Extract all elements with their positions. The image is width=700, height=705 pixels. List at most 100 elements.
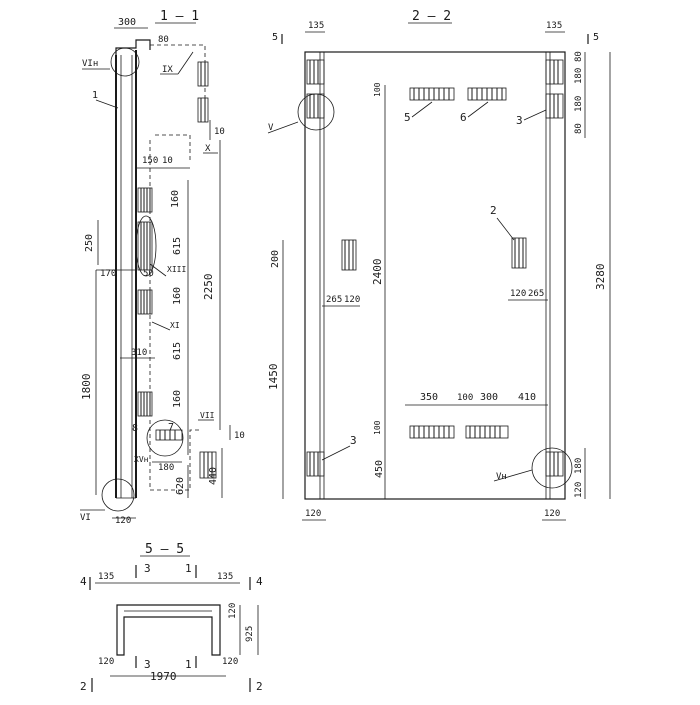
- hatch-block: [341, 239, 357, 271]
- panel-outline: [304, 51, 566, 500]
- detail-circle-7: [146, 419, 184, 457]
- dim-80-a: 80: [574, 51, 584, 62]
- leader: [321, 445, 351, 461]
- cut-mark-5-left: 5: [272, 32, 278, 43]
- dim-160-b: 160: [172, 287, 183, 305]
- hatch-block: [155, 429, 183, 441]
- leader: [177, 51, 194, 75]
- dim-120-bottom-left: 120: [98, 657, 114, 667]
- dim-120-c: 120: [574, 482, 584, 498]
- hatch-block: [306, 93, 325, 119]
- position-5: 5: [404, 111, 411, 124]
- cut-2-right: 2: [256, 680, 263, 693]
- leader: [151, 321, 171, 331]
- dim-250: 250: [84, 234, 95, 252]
- dim-120-bottom-right: 120: [222, 657, 238, 667]
- hatch-block: [197, 97, 209, 123]
- hatch-block: [137, 221, 153, 271]
- leader: [493, 469, 533, 482]
- dim-120-right: 120: [544, 509, 560, 519]
- cut-mark-5-right: 5: [593, 32, 599, 43]
- leader: [267, 121, 299, 134]
- cut-1-top: 1: [185, 562, 192, 575]
- dim-300: 300: [480, 392, 498, 403]
- dim-1450: 1450: [267, 364, 280, 391]
- section-title-5-5: 5 – 5: [145, 542, 184, 557]
- dim-180-c: 180: [574, 458, 584, 474]
- cut-3-top: 3: [144, 562, 151, 575]
- cut-4-right: 4: [256, 575, 263, 588]
- top-cap: [115, 39, 151, 55]
- detail-circle-vn: [531, 447, 573, 489]
- mark-xiii: XIII: [167, 265, 186, 274]
- leader: [149, 263, 167, 277]
- section-2-2: 2 – 2: [267, 9, 611, 521]
- dim-265-a: 265: [326, 295, 342, 305]
- hatch-block: [545, 93, 564, 119]
- leader: [467, 101, 489, 118]
- hatch-block: [545, 59, 564, 85]
- position-7: 7: [168, 422, 174, 433]
- cut-3-bottom: 3: [144, 658, 151, 671]
- hatch-block: [306, 451, 325, 477]
- dim-160-a: 160: [170, 190, 181, 208]
- cut-4-left: 4: [80, 575, 87, 588]
- dim-80: 80: [158, 35, 169, 45]
- dim-170: 170: [100, 269, 116, 279]
- hatch-block: [137, 391, 153, 417]
- dim-180-b: 180: [574, 96, 584, 112]
- position-2: 2: [490, 204, 497, 217]
- section-title-2-2: 2 – 2: [412, 9, 451, 24]
- hatch-block: [409, 425, 455, 439]
- dim-135-left: 135: [308, 21, 324, 31]
- dim-120-b: 120: [510, 289, 526, 299]
- leader: [523, 109, 547, 121]
- mark-ix: IX: [162, 65, 173, 75]
- position-8: 8: [132, 423, 138, 434]
- mark-vn: Vн: [496, 472, 507, 482]
- dim-615-a: 615: [172, 237, 183, 255]
- dim-180-a: 180: [574, 68, 584, 84]
- dim-10-bottom: 10: [234, 431, 245, 441]
- hatch-block: [137, 289, 153, 315]
- cut-2-left: 2: [80, 680, 87, 693]
- hatch-block: [511, 237, 527, 269]
- section-title-1-1: 1 – 1: [160, 9, 199, 24]
- dim-160-c: 160: [172, 390, 183, 408]
- dim-310: 310: [131, 348, 147, 358]
- dim-120-left: 120: [305, 509, 321, 519]
- leader: [95, 99, 119, 109]
- dim-440: 440: [208, 467, 219, 485]
- hatch-block: [467, 87, 507, 101]
- dim-100-c: 100: [373, 420, 382, 435]
- position-1: 1: [92, 90, 98, 101]
- dim-135-right: 135: [546, 21, 562, 31]
- dim-50: 50: [143, 269, 154, 279]
- dim-80-b: 80: [574, 123, 584, 134]
- detail-circle-vi: [101, 478, 135, 512]
- dim-300: 300: [118, 17, 136, 28]
- dim-135-left: 135: [98, 572, 114, 582]
- dim-1800: 1800: [80, 374, 93, 401]
- position-3-top: 3: [516, 114, 523, 127]
- dim-2400: 2400: [371, 259, 384, 286]
- dim-180: 180: [158, 463, 174, 473]
- detail-circle-v: [297, 93, 335, 131]
- mark-vi: VI: [80, 513, 91, 523]
- hatch-block: [545, 451, 564, 477]
- leader: [411, 101, 433, 118]
- dim-200: 200: [270, 250, 281, 268]
- hatch-block: [199, 451, 217, 479]
- dim-615-b: 615: [172, 342, 183, 360]
- cut-1-bottom: 1: [185, 658, 192, 671]
- position-3-bottom: 3: [350, 434, 357, 447]
- dim-450: 450: [374, 460, 385, 478]
- detail-circle-vin: [110, 47, 140, 77]
- mark-vii: VII: [200, 411, 215, 420]
- dim-10-mid: 10: [162, 156, 173, 166]
- u-profile: [116, 604, 221, 656]
- dim-410: 410: [518, 392, 536, 403]
- hatch-block: [137, 187, 153, 213]
